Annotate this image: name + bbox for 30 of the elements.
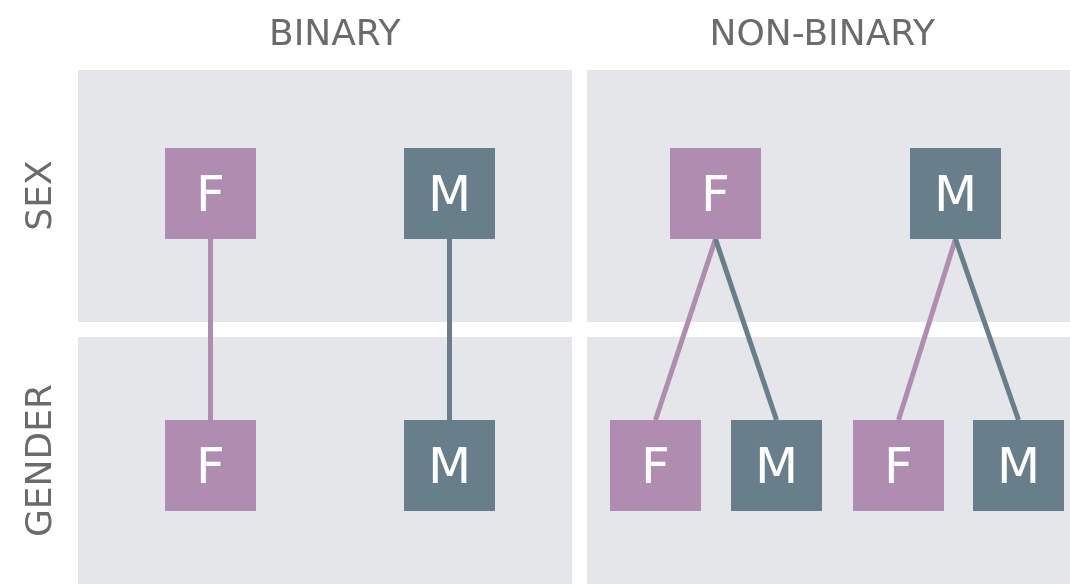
connector-line (953, 238, 1021, 421)
category-box (165, 420, 256, 511)
box-letter: F (641, 436, 670, 495)
category-box (404, 148, 495, 239)
box-letter: F (701, 164, 730, 223)
box-letter: M (427, 436, 472, 495)
box-letter: F (196, 436, 225, 495)
category-box (610, 420, 701, 511)
connector-line (896, 238, 958, 421)
category-box (404, 420, 495, 511)
column-heading: NON-BINARY (709, 11, 935, 53)
box-letter: F (196, 164, 225, 223)
category-box (910, 148, 1001, 239)
box-letter: M (933, 164, 978, 223)
category-box (973, 420, 1064, 511)
connector-line (208, 239, 213, 420)
box-letter: M (996, 436, 1041, 495)
row-heading: GENDER (17, 383, 59, 537)
box-letter: F (884, 436, 913, 495)
category-box (670, 148, 761, 239)
row-heading: SEX (17, 159, 59, 231)
category-box (731, 420, 822, 511)
box-letter: M (754, 436, 799, 495)
column-heading: BINARY (269, 11, 401, 53)
connector-line (713, 238, 779, 421)
category-box (165, 148, 256, 239)
connector-line (447, 239, 452, 420)
category-box (853, 420, 944, 511)
box-letter: M (427, 164, 472, 223)
connector-line (653, 238, 718, 421)
